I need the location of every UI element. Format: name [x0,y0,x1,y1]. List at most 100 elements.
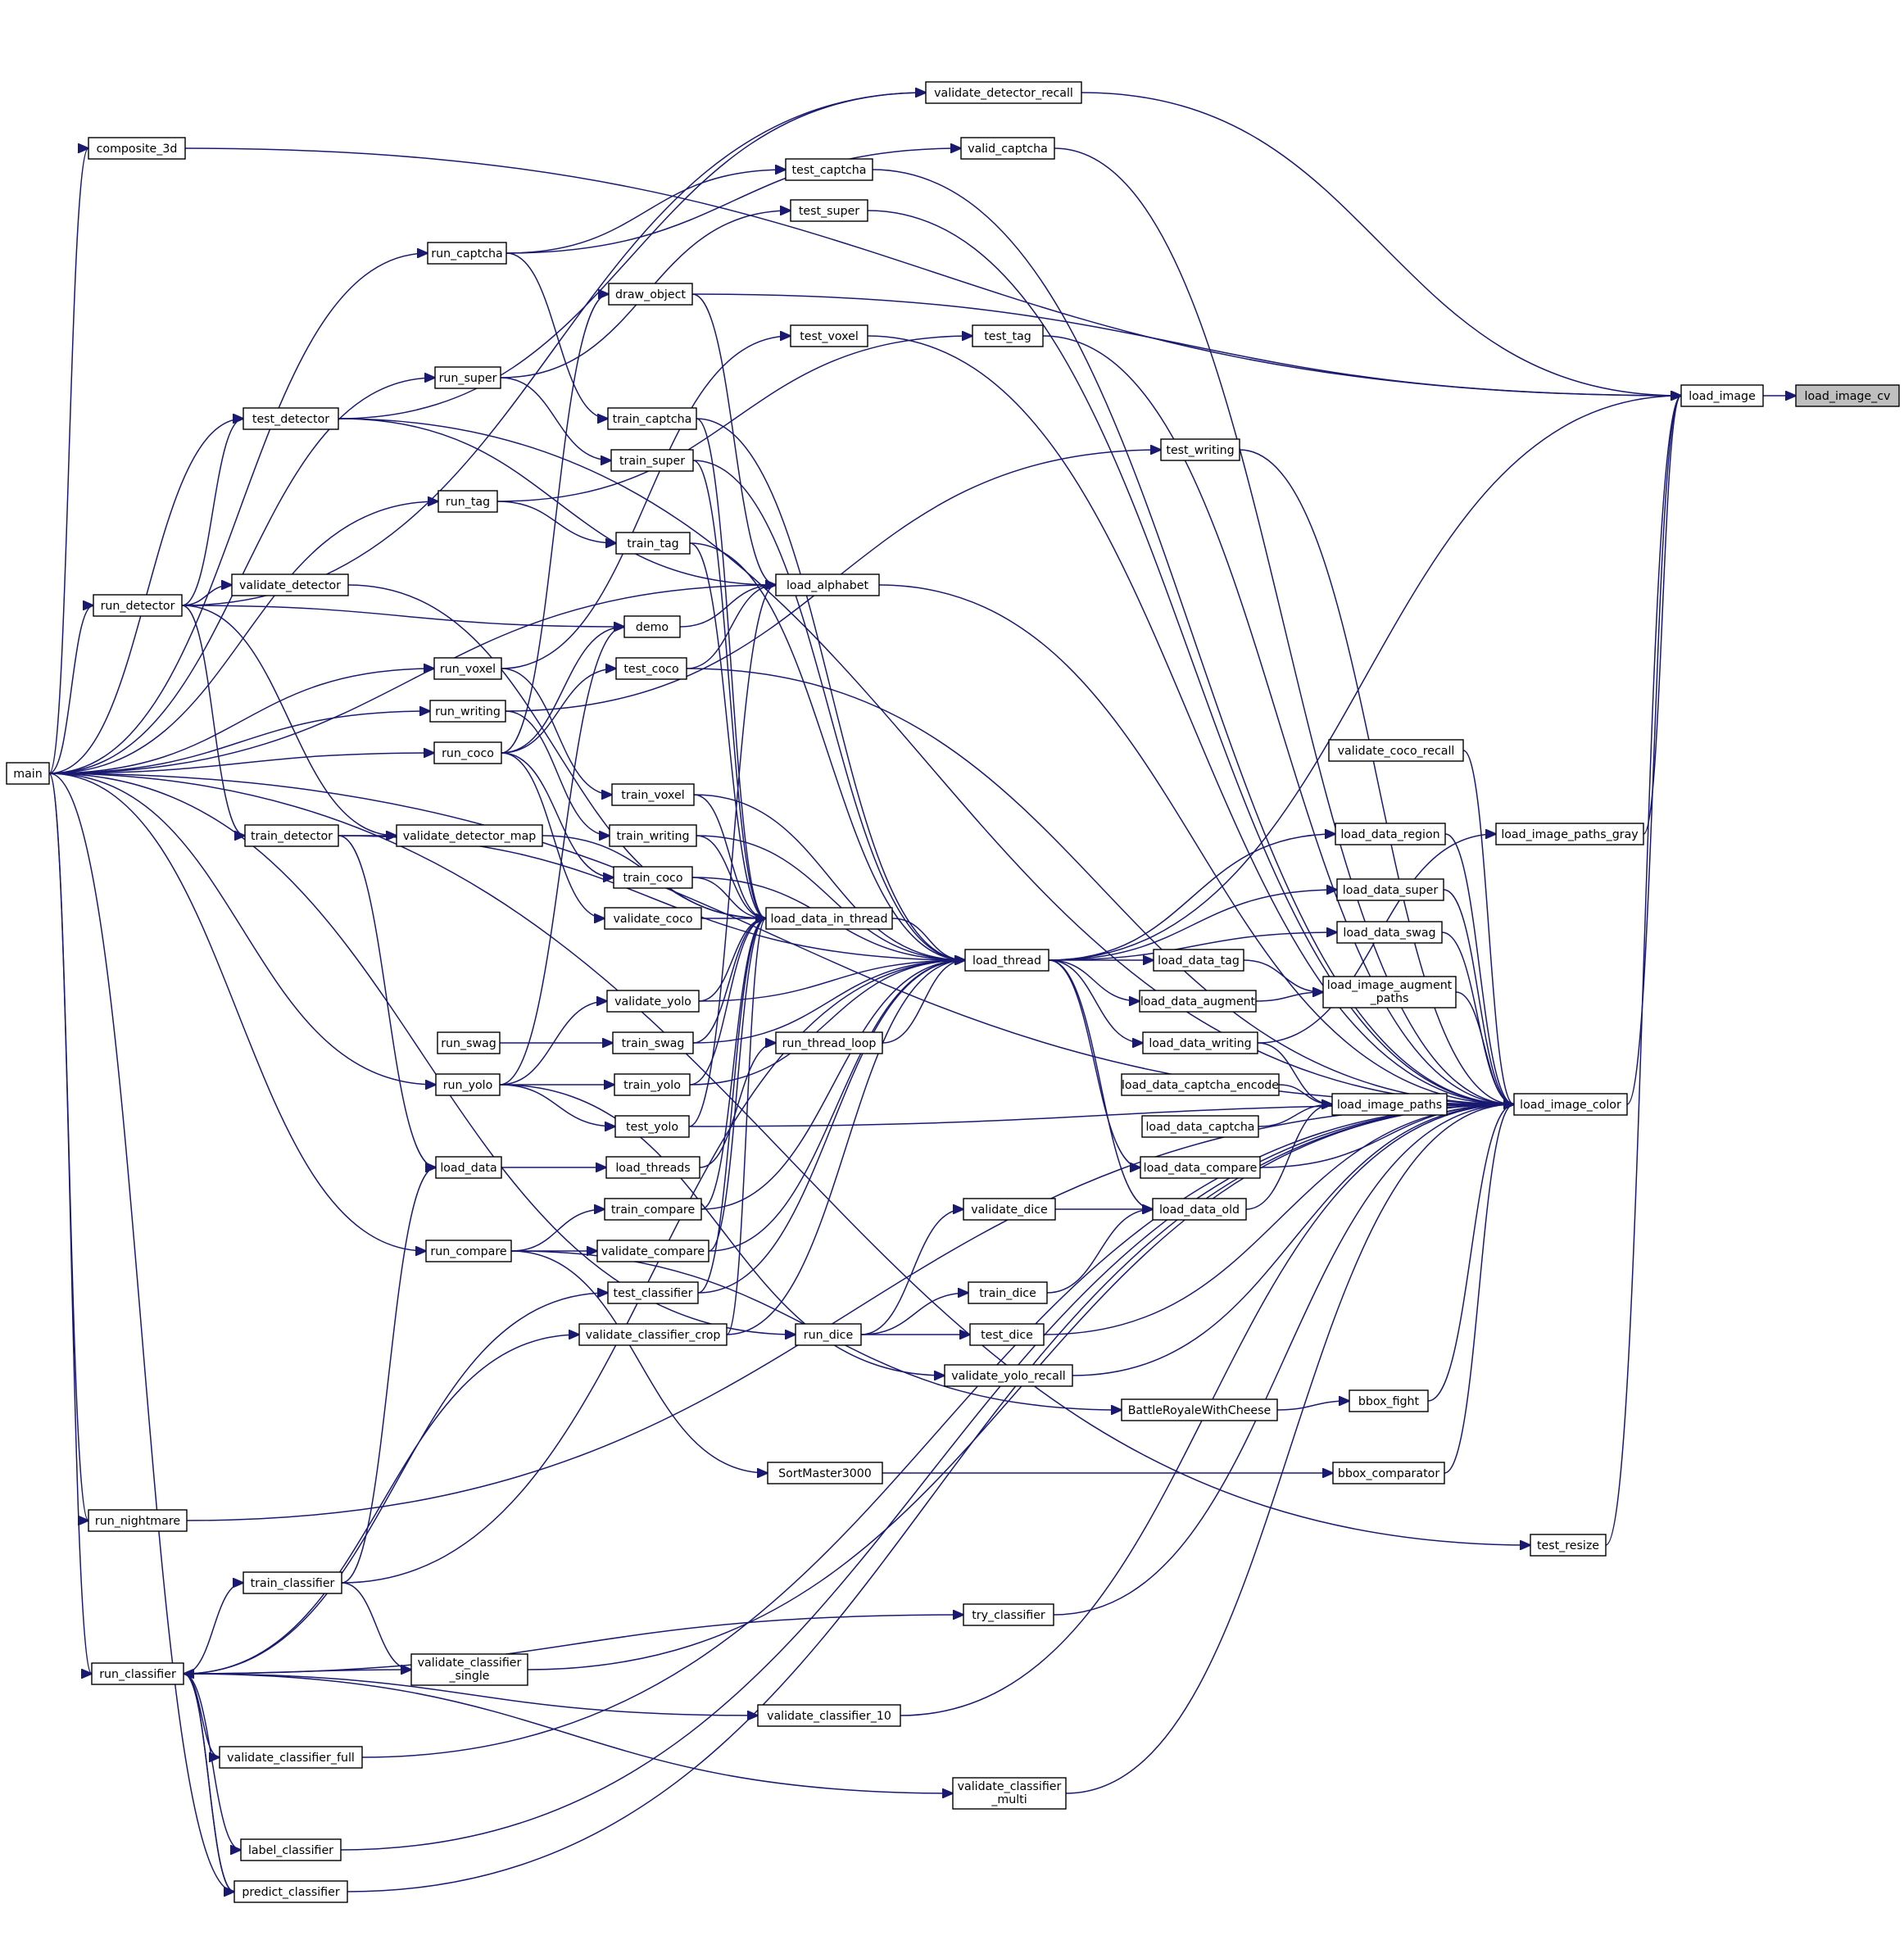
node-validate_classifier_multi[interactable]: validate_classifier_multi [952,1777,1067,1810]
node-load_data_tag[interactable]: load_data_tag [1153,949,1244,972]
edge-validate_classifier_full-to-load_image_color [361,1104,1514,1758]
node-test_voxel[interactable]: test_voxel [790,324,868,347]
node-validate_classifier_full[interactable]: validate_classifier_full [219,1746,363,1769]
node-test_super[interactable]: test_super [790,199,868,222]
node-draw_object[interactable]: draw_object [608,283,693,306]
node-train_writing[interactable]: train_writing [609,824,697,847]
node-box-validate_classifier_full [219,1746,363,1769]
node-train_voxel[interactable]: train_voxel [611,783,695,806]
node-validate_yolo_recall[interactable]: validate_yolo_recall [944,1364,1073,1387]
node-test_dice[interactable]: test_dice [969,1323,1045,1346]
node-run_super[interactable]: run_super [434,366,501,389]
node-validate_coco_recall[interactable]: validate_coco_recall [1328,739,1464,762]
node-load_image_cv[interactable]: load_image_cv [1795,384,1900,407]
node-run_thread_loop[interactable]: run_thread_loop [775,1031,883,1054]
node-run_detector[interactable]: run_detector [93,594,183,617]
node-label-run_nightmare: run_nightmare [95,1515,180,1528]
node-label-load_data_region: load_data_region [1340,828,1439,841]
node-composite_3d[interactable]: composite_3d [88,137,186,160]
node-train_detector[interactable]: train_detector [244,824,339,847]
edge-run_classifier-to-validate_classifier_crop [183,1335,579,1675]
node-validate_yolo[interactable]: validate_yolo [606,990,700,1013]
node-validate_classifier_10[interactable]: validate_classifier_10 [757,1704,901,1727]
node-validate_detector[interactable]: validate_detector [231,573,349,596]
node-main[interactable]: main [6,762,50,785]
node-run_swag[interactable]: run_swag [437,1031,501,1054]
edge-test_classifier-to-load_thread [697,960,965,1294]
node-load_image_paths_gray[interactable]: load_image_paths_gray [1495,823,1644,845]
node-label-train_tag: train_tag [627,537,678,551]
node-load_data_compare[interactable]: load_data_compare [1140,1156,1261,1179]
node-test_detector[interactable]: test_detector [243,407,339,430]
node-test_yolo[interactable]: test_yolo [614,1115,690,1138]
node-train_dice[interactable]: train_dice [968,1281,1048,1304]
node-box-run_tag [437,490,498,513]
node-test_writing[interactable]: test_writing [1160,438,1240,461]
node-load_data_swag[interactable]: load_data_swag [1336,921,1443,944]
node-load_data_captcha_encode[interactable]: load_data_captcha_encode [1121,1073,1280,1096]
node-train_coco[interactable]: train_coco [613,866,693,889]
node-validate_dice[interactable]: validate_dice [963,1198,1056,1221]
node-label_classifier[interactable]: label_classifier [240,1838,342,1861]
node-valid_captcha[interactable]: valid_captcha [960,137,1055,160]
node-train_compare[interactable]: train_compare [604,1198,702,1221]
node-predict_classifier[interactable]: predict_classifier [233,1880,348,1903]
node-run_coco[interactable]: run_coco [433,741,502,764]
node-bbox_fight[interactable]: bbox_fight [1349,1389,1429,1412]
node-load_alphabet[interactable]: load_alphabet [775,573,880,596]
node-train_yolo[interactable]: train_yolo [614,1073,691,1096]
node-train_classifier[interactable]: train_classifier [243,1571,342,1594]
node-test_captcha[interactable]: test_captcha [785,158,873,181]
node-run_writing[interactable]: run_writing [429,700,506,723]
node-run_compare[interactable]: run_compare [425,1240,512,1262]
node-test_resize[interactable]: test_resize [1530,1534,1607,1557]
node-test_coco[interactable]: test_coco [615,657,687,680]
node-load_data_region[interactable]: load_data_region [1335,823,1446,845]
node-load_image_augment_paths[interactable]: load_image_augment_paths [1322,976,1457,1008]
edge-load_thread-to-load_data_writing [1048,959,1143,1043]
node-validate_compare[interactable]: validate_compare [596,1240,709,1262]
node-validate_classifier_single[interactable]: validate_classifier_single [410,1653,528,1686]
node-test_tag[interactable]: test_tag [972,324,1044,347]
node-validate_detector_map[interactable]: validate_detector_map [396,824,543,847]
node-label-validate_detector: validate_detector [239,579,341,592]
node-validate_classifier_crop[interactable]: validate_classifier_crop [578,1323,728,1346]
edge-train_classifier-to-load_thread [341,960,965,1584]
node-load_image[interactable]: load_image [1680,384,1764,407]
edge-load_thread-to-load_image [1048,396,1681,961]
node-load_data[interactable]: load_data [435,1156,502,1179]
node-train_captcha[interactable]: train_captcha [607,407,697,430]
edge-load_thread-to-load_data_augment [1048,959,1140,1001]
node-run_yolo[interactable]: run_yolo [435,1073,501,1096]
node-run_tag[interactable]: run_tag [437,490,498,513]
node-train_super[interactable]: train_super [610,449,694,472]
node-load_data_captcha[interactable]: load_data_captcha [1141,1115,1259,1138]
node-load_data_old[interactable]: load_data_old [1152,1198,1247,1221]
node-bbox_comparator[interactable]: bbox_comparator [1332,1462,1445,1484]
edge-run_coco-to-test_coco [501,669,616,754]
node-BattleRoyaleWithCheese[interactable]: BattleRoyaleWithCheese [1121,1398,1278,1421]
node-run_captcha[interactable]: run_captcha [427,242,507,265]
node-test_classifier[interactable]: test_classifier [607,1281,699,1304]
node-train_tag[interactable]: train_tag [615,532,691,555]
node-load_thread[interactable]: load_thread [964,949,1049,972]
node-train_swag[interactable]: train_swag [612,1031,694,1054]
node-validate_detector_recall[interactable]: validate_detector_recall [925,81,1082,104]
node-validate_coco[interactable]: validate_coco [604,907,702,930]
node-run_voxel[interactable]: run_voxel [433,657,502,680]
node-load_data_super[interactable]: load_data_super [1336,878,1444,901]
node-run_classifier[interactable]: run_classifier [91,1662,184,1685]
node-load_data_in_thread[interactable]: load_data_in_thread [765,907,893,930]
node-load_image_paths[interactable]: load_image_paths [1331,1093,1448,1116]
node-load_data_writing[interactable]: load_data_writing [1142,1031,1258,1054]
node-load_data_augment[interactable]: load_data_augment [1139,990,1257,1013]
edge-test_detector-to-load_image_color [338,418,1514,1104]
node-demo[interactable]: demo [623,615,681,638]
node-run_dice[interactable]: run_dice [795,1323,862,1346]
node-load_threads[interactable]: load_threads [605,1156,700,1179]
node-try_classifier[interactable]: try_classifier [963,1603,1054,1626]
node-label-validate_yolo_recall: validate_yolo_recall [951,1370,1065,1383]
node-SortMaster3000[interactable]: SortMaster3000 [767,1462,883,1484]
node-load_image_color[interactable]: load_image_color [1513,1093,1628,1116]
node-run_nightmare[interactable]: run_nightmare [88,1509,188,1532]
